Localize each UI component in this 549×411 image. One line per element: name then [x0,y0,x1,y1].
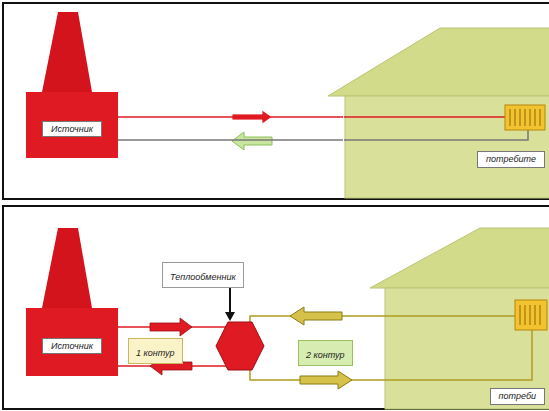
flow-arrow [290,307,342,325]
radiator-fin [530,109,531,126]
node-label: Теплообменник [170,272,236,283]
radiator-fin [520,109,521,126]
radiator-fins [520,305,540,325]
radiator-fin [515,109,516,126]
house-wall [385,288,549,409]
chimney [42,228,92,308]
consumer-house: потреби [383,288,547,409]
node-label: Источник [42,338,102,355]
callout-box: Теплообменник [162,262,244,288]
circuit-label: 2 контур [298,340,353,366]
radiator-fin [525,305,526,325]
radiator [505,105,545,130]
pipe-connector [118,116,343,118]
node-label: 2 контур [306,350,345,361]
node-label: 1 контур [136,348,175,359]
radiator [515,300,547,330]
radiator-fin [540,305,541,325]
flow-arrow [300,371,352,389]
chimney [42,12,92,92]
callout-arrow [229,287,231,314]
flow-arrow [232,132,272,150]
secondary-pipe [250,330,532,380]
flow-arrow [150,318,192,336]
radiator-fin [530,305,531,325]
radiator-fin [540,109,541,126]
consumer-house: потребите [343,96,547,198]
callout-arrowhead [225,312,235,321]
source-box: Источник [26,308,118,376]
radiator-fin [535,109,536,126]
node-label: Источник [42,121,102,138]
radiator-fin [535,305,536,325]
node-label: потребите [477,151,545,168]
node-label: потреби [490,388,545,405]
circuit-label: 1 контур [128,338,183,364]
secondary-pipe [250,316,515,322]
radiator-fin [525,109,526,126]
house-roof [370,228,549,288]
pipe-connector [118,139,343,141]
house-wall [345,96,549,198]
heat-exchanger [216,322,264,370]
radiator-fin [510,109,511,126]
return-pipe [344,130,528,140]
house-roof [328,28,549,96]
radiator-fin [520,305,521,325]
supply-pipe [344,116,505,118]
radiator-fins [510,109,540,126]
source-box: Источник [26,92,118,158]
